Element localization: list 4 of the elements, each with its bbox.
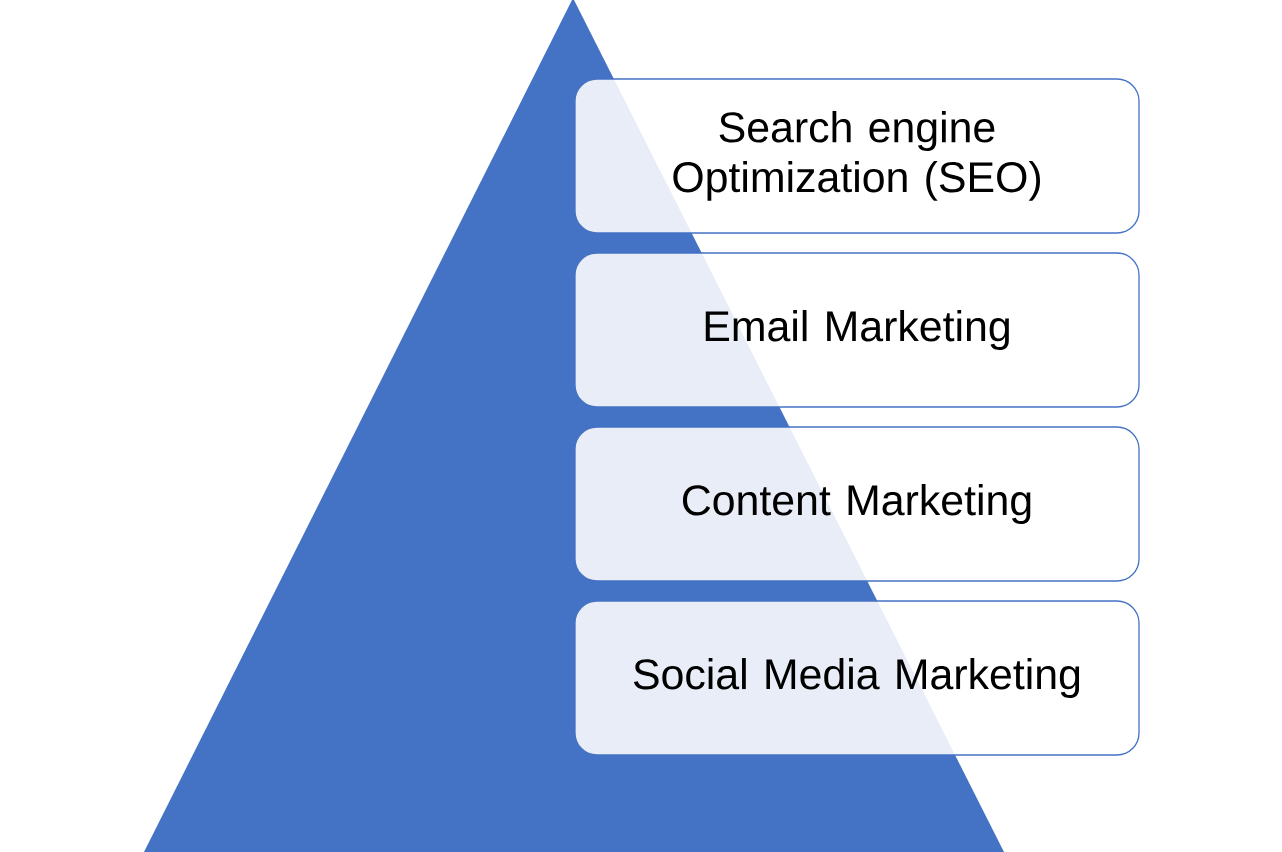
text-box: Social Media Marketing: [574, 600, 1140, 756]
text-box: Search engine Optimization (SEO): [574, 78, 1140, 234]
text-box: Content Marketing: [574, 426, 1140, 582]
text-box: Email Marketing: [574, 252, 1140, 408]
